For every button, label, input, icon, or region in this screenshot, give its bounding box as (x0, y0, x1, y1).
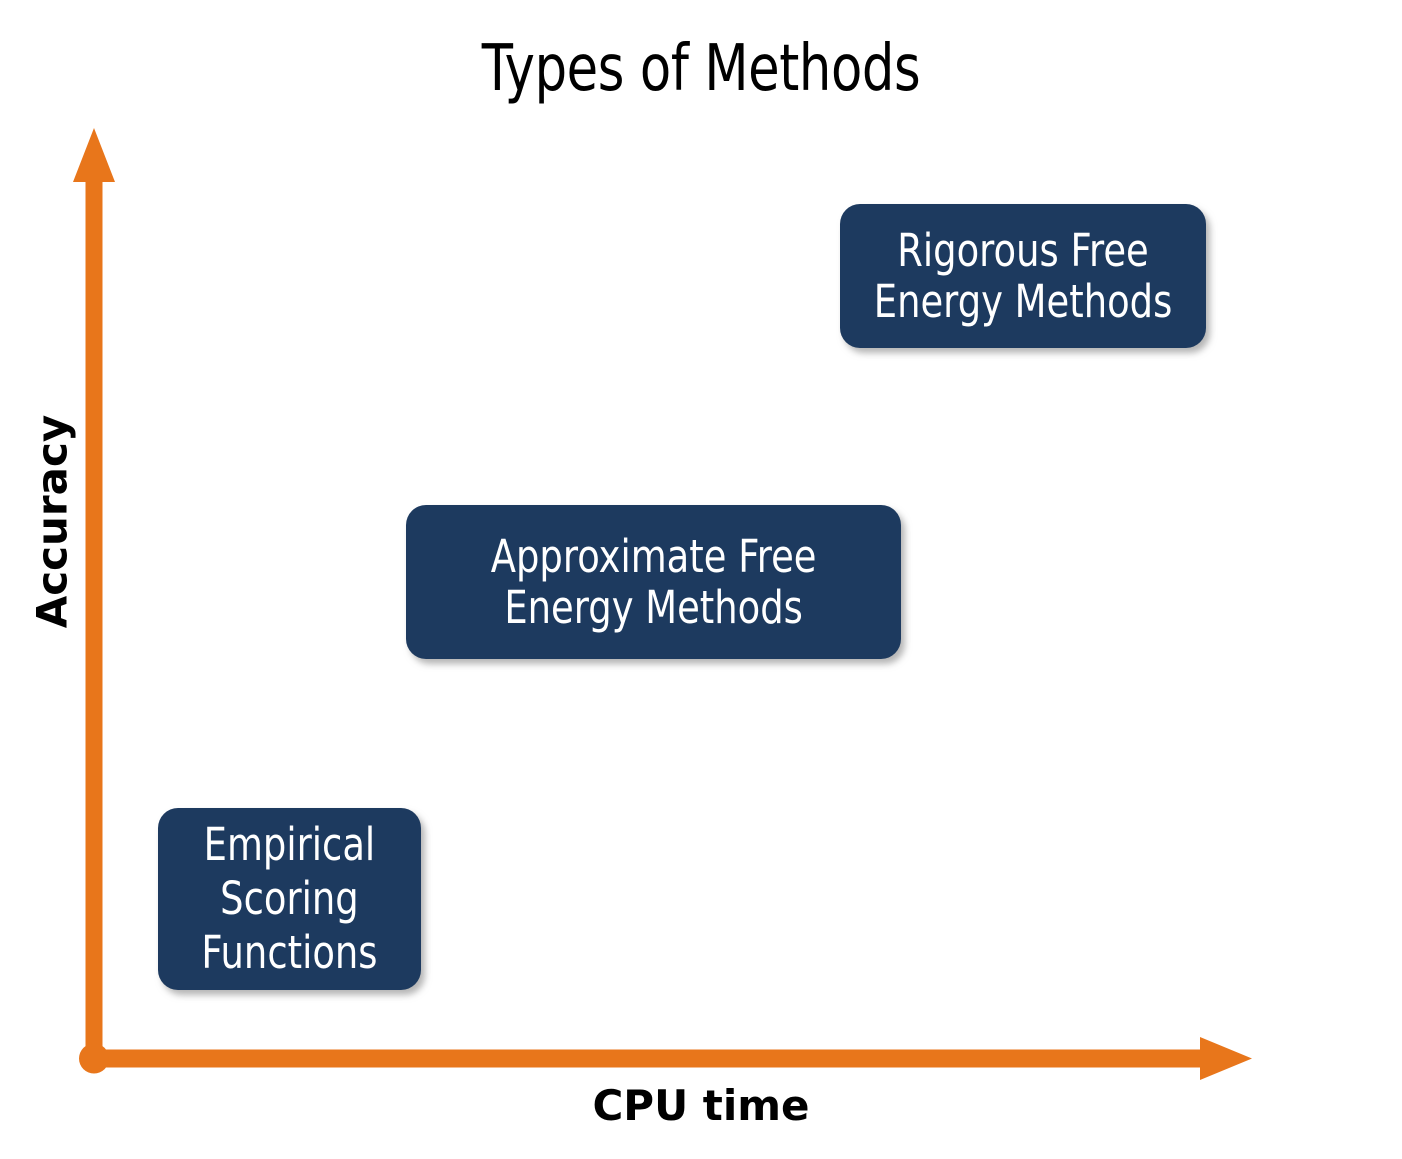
x-axis-label: CPU time (592, 1081, 810, 1130)
method-box-rigorous-label: Rigorous Free Energy Methods (873, 223, 1173, 328)
method-box-empirical-scoring-functions[interactable]: Empirical Scoring Functions (158, 808, 421, 990)
method-box-empirical-label: Empirical Scoring Functions (201, 818, 378, 979)
axis-origin-joint (79, 1043, 109, 1074)
page-title: Types of Methods (481, 32, 921, 106)
method-box-approximate-free-energy[interactable]: Approximate Free Energy Methods (406, 505, 901, 659)
method-box-approximate-label: Approximate Free Energy Methods (490, 529, 817, 634)
x-axis-arrow (85, 1037, 1252, 1080)
method-box-rigorous-free-energy[interactable]: Rigorous Free Energy Methods (840, 204, 1206, 348)
y-axis-label: Accuracy (27, 414, 77, 629)
y-axis-arrow (73, 128, 115, 1059)
